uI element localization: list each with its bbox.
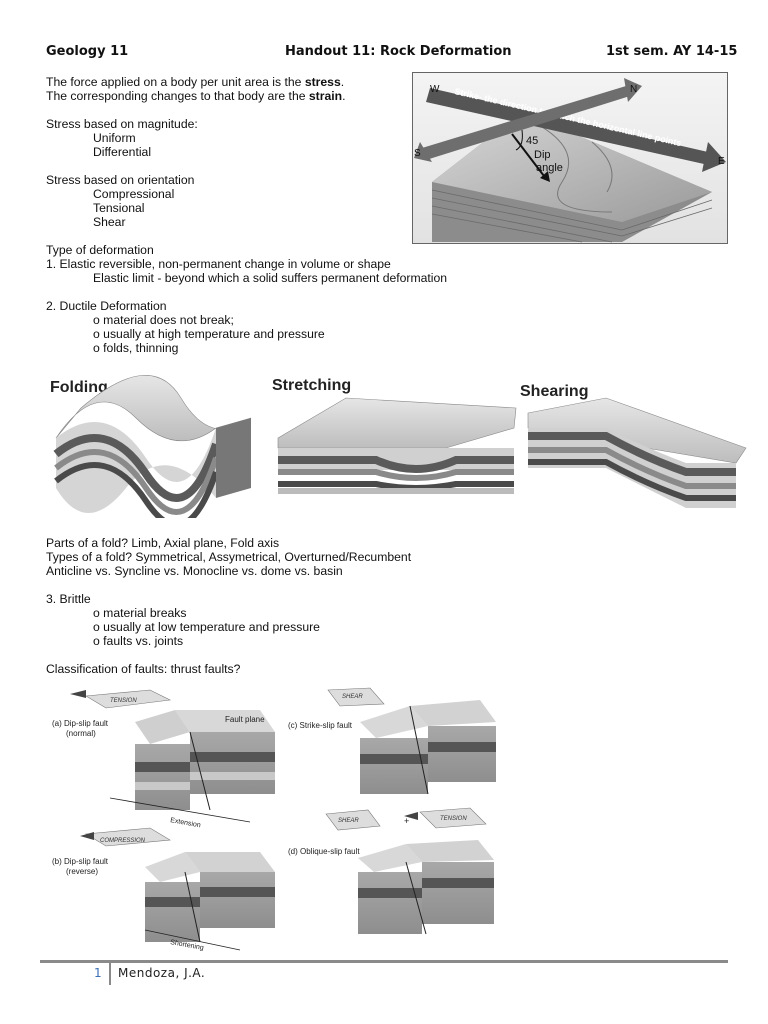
page-number: 1 — [94, 966, 102, 980]
fold-block: Parts of a fold? Limb, Axial plane, Fold… — [46, 536, 411, 676]
footer-rule — [40, 960, 728, 963]
compass-w: W — [430, 84, 440, 95]
compass-s: S — [414, 148, 421, 159]
shearing-label: Shearing — [520, 383, 588, 400]
intro-line-stress: The force applied on a body per unit are… — [46, 75, 345, 89]
list-item: o folds, thinning — [93, 341, 179, 355]
strike-slip-fault: SHEAR (c) Strike-slip fault — [288, 687, 496, 795]
intro-line-strain: The corresponding changes to that body a… — [46, 89, 346, 103]
compass-n: N — [630, 84, 637, 95]
shearing-block: Shearing — [520, 383, 747, 508]
compression-plate-label: COMPRESSION — [100, 838, 146, 844]
plus-sign: + — [404, 816, 409, 826]
brittle-heading: 3. Brittle — [46, 592, 91, 606]
compass-e: E — [718, 156, 725, 167]
fold-types-line: Types of a fold? Symmetrical, Assymetric… — [46, 550, 412, 564]
intro-block: The force applied on a body per unit are… — [46, 75, 447, 355]
fault-plane-label: Fault plane — [225, 715, 265, 724]
angle-label: angle — [536, 162, 563, 174]
fold-compare-line: Anticline vs. Syncline vs. Monocline vs.… — [46, 564, 343, 578]
reverse-fault: COMPRESSION (b) Dip-slip fault (reverse)… — [52, 827, 275, 952]
fault-b-sub: (reverse) — [66, 867, 98, 876]
list-item: o usually at high temperature and pressu… — [93, 327, 325, 341]
shear-plate-2-label: SHEAR — [338, 818, 359, 824]
fold-parts-line: Parts of a fold? Limb, Axial plane, Fold… — [46, 536, 280, 550]
elastic-line: 1. Elastic reversible, non-permanent cha… — [46, 257, 391, 271]
list-item: Differential — [93, 145, 152, 159]
header-title: Handout 11: Rock Deformation — [285, 44, 512, 59]
list-item: Uniform — [93, 131, 136, 145]
classification-line: Classification of faults: thrust faults? — [46, 662, 241, 676]
tension-plate-2-label: TENSION — [440, 816, 467, 822]
folding-block: Folding — [50, 375, 252, 518]
list-item: o faults vs. joints — [93, 634, 184, 648]
oblique-slip-fault: SHEAR + TENSION (d) Oblique-slip fault — [288, 807, 494, 935]
dip-angle-value: 45 — [526, 135, 538, 147]
fault-d-label: (d) Oblique-slip fault — [288, 847, 360, 856]
fault-c-label: (c) Strike-slip fault — [288, 721, 353, 730]
footer-author: Mendoza, J.A. — [118, 966, 206, 980]
list-item: o usually at low temperature and pressur… — [93, 620, 320, 634]
normal-fault: TENSION (a) Dip-slip fault (normal) Faul… — [52, 689, 275, 829]
list-item: o material breaks — [93, 606, 187, 620]
extension-label: Extension — [170, 817, 202, 829]
fault-b-label: (b) Dip-slip fault — [52, 857, 109, 866]
folding-label: Folding — [50, 379, 108, 396]
header-course: Geology 11 — [46, 44, 129, 59]
magnitude-heading: Stress based on magnitude: — [46, 117, 198, 131]
strike-dip-figure: Strike- the direction to which the horiz… — [412, 72, 728, 244]
footer-separator — [109, 963, 111, 985]
deformation-heading: Type of deformation — [46, 243, 154, 257]
list-item: o material does not break; — [93, 313, 234, 327]
list-item: Tensional — [93, 201, 145, 215]
fault-a-label: (a) Dip-slip fault — [52, 719, 109, 728]
header-semester: 1st sem. AY 14-15 — [606, 44, 738, 59]
dip-label: Dip — [534, 149, 551, 161]
shear-plate-label: SHEAR — [342, 694, 363, 700]
list-item: Shear — [93, 215, 126, 229]
tension-plate-label: TENSION — [110, 698, 137, 704]
fault-types-figure: TENSION (a) Dip-slip fault (normal) Faul… — [52, 687, 496, 952]
orientation-heading: Stress based on orientation — [46, 173, 195, 187]
deformation-blocks-figure: Folding Stretching Shearing — [50, 375, 747, 518]
fault-a-sub: (normal) — [66, 729, 96, 738]
ductile-heading: 2. Ductile Deformation — [46, 299, 167, 313]
list-item: Compressional — [93, 187, 175, 201]
stretching-block: Stretching — [272, 377, 517, 494]
stretching-label: Stretching — [272, 377, 351, 394]
elastic-limit-line: Elastic limit - beyond which a solid suf… — [93, 271, 448, 285]
